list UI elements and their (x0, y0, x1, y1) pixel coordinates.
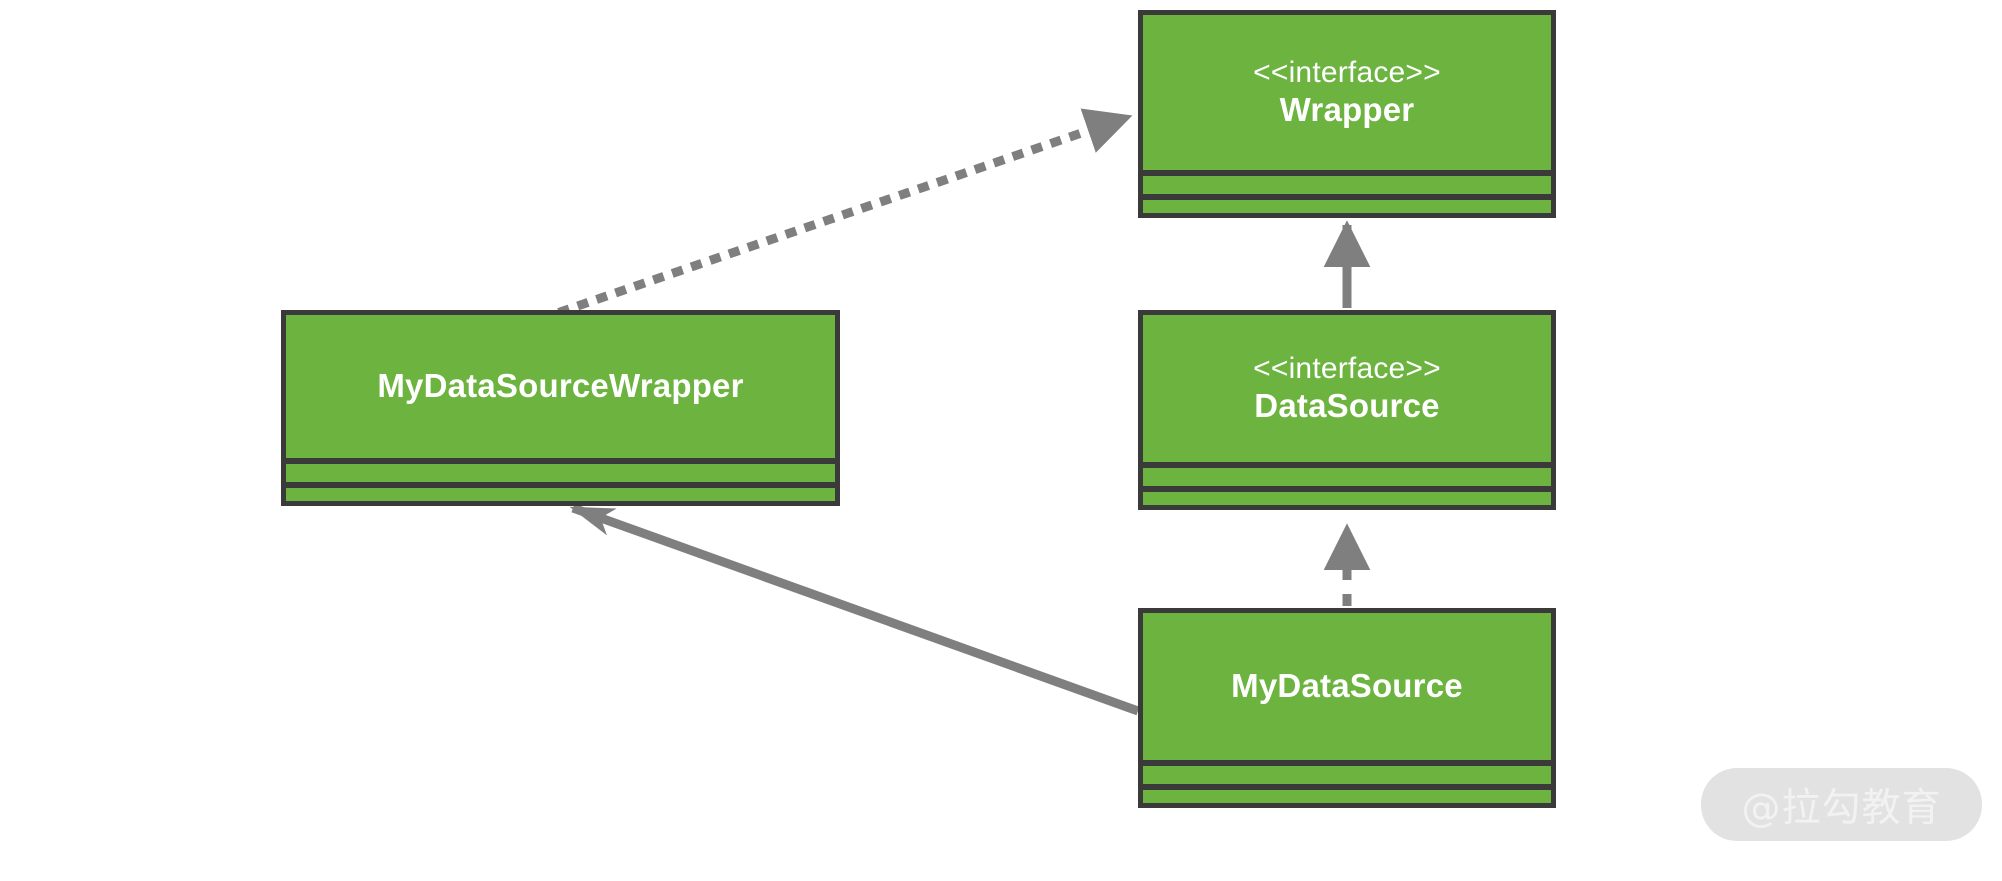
uml-class-mydatasource-header: MyDataSource (1143, 613, 1551, 760)
uml-class-mydatasourcewrapper-operations (286, 488, 835, 501)
uml-class-datasource-operations (1143, 492, 1551, 505)
uml-class-wrapper-header: <<interface>> Wrapper (1143, 15, 1551, 170)
uml-class-datasource-stereotype: <<interface>> (1253, 352, 1441, 386)
uml-class-mydatasourcewrapper[interactable]: MyDataSourceWrapper (281, 310, 840, 506)
uml-class-wrapper-stereotype: <<interface>> (1253, 56, 1441, 90)
uml-class-mydatasourcewrapper-attributes (286, 464, 835, 482)
uml-class-datasource-attributes (1143, 468, 1551, 486)
uml-class-mydatasource-name: MyDataSource (1231, 667, 1463, 705)
uml-class-mydatasourcewrapper-name: MyDataSourceWrapper (377, 367, 744, 405)
uml-class-wrapper-attributes (1143, 176, 1551, 194)
watermark-label: @拉勾教育 (1741, 785, 1942, 831)
uml-class-datasource-header: <<interface>> DataSource (1143, 315, 1551, 462)
uml-class-mydatasource-operations (1143, 790, 1551, 803)
watermark-badge: @拉勾教育 (1701, 768, 1982, 841)
uml-class-mydatasource-attributes (1143, 766, 1551, 784)
uml-class-datasource-name: DataSource (1254, 386, 1440, 424)
uml-class-mydatasource[interactable]: MyDataSource (1138, 608, 1556, 808)
edge-mydatasource-association-mydatasourcewrapper (569, 503, 1140, 716)
uml-class-mydatasourcewrapper-header: MyDataSourceWrapper (286, 315, 835, 458)
edge-mydatasourcewrapper-implements-wrapper (557, 108, 1134, 317)
uml-class-wrapper[interactable]: <<interface>> Wrapper (1138, 10, 1556, 218)
uml-class-datasource[interactable]: <<interface>> DataSource (1138, 310, 1556, 510)
uml-class-wrapper-name: Wrapper (1279, 90, 1415, 128)
uml-class-wrapper-operations (1143, 200, 1551, 213)
